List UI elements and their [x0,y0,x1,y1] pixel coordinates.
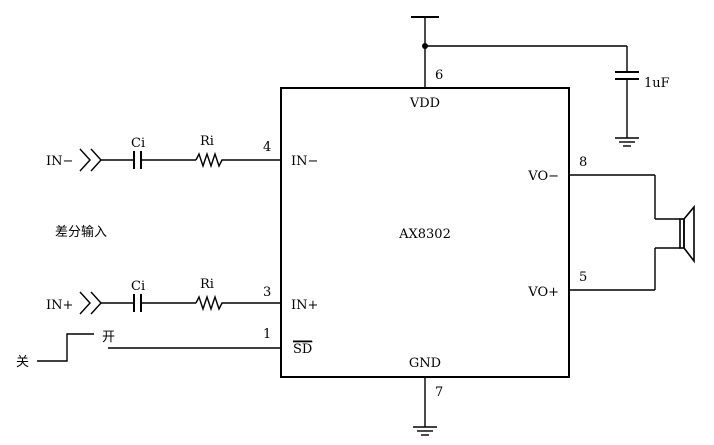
vdd-supply [411,16,628,88]
chip-body [280,87,570,378]
input-in-plus-label: IN+ [46,298,73,313]
speaker-icon [679,204,695,264]
switch-off-label: 关 [16,355,29,370]
pin-in-plus-label: IN+ [291,298,318,313]
ci-minus-label: Ci [131,136,145,151]
ground-symbol-cap [615,137,639,147]
pin-gnd-label: GND [409,356,441,371]
pin-sd-label: SD [293,342,312,357]
input-connector-plus [79,291,134,315]
chip-name: AX8302 [398,227,451,242]
gnd-wire [413,377,437,436]
pin-vo-plus-number: 5 [579,270,587,285]
speaker-wiring [569,174,680,291]
ri-plus-label: Ri [200,277,214,292]
pin-vdd-label: VDD [409,96,440,111]
pin-vo-plus-label: VO+ [527,285,559,300]
pin-in-plus-number: 3 [263,285,271,300]
pin-vo-minus-number: 8 [579,155,587,170]
pin-sd-number: 1 [263,327,271,342]
ci-plus-label: Ci [131,279,145,294]
pin-vo-minus-label: VO− [527,169,559,184]
pin-vdd-number: 6 [435,68,443,83]
capacitor-ci-plus [133,294,196,312]
ri-minus-label: Ri [200,134,214,149]
decoupling-capacitor [615,71,639,138]
input-in-minus-label: IN− [46,154,73,169]
resistor-ri-minus [195,151,281,169]
decoupling-cap-label: 1uF [644,76,670,91]
pin-in-minus-label: IN− [291,154,318,169]
switch-on-label: 开 [102,330,115,345]
differential-input-label: 差分输入 [55,224,107,240]
pin-in-minus-number: 4 [263,140,271,155]
resistor-ri-plus [195,294,281,312]
pin-gnd-number: 7 [435,385,443,400]
switch-signal-step [37,333,94,362]
input-connector-minus [79,148,134,172]
capacitor-ci-minus [133,151,196,169]
